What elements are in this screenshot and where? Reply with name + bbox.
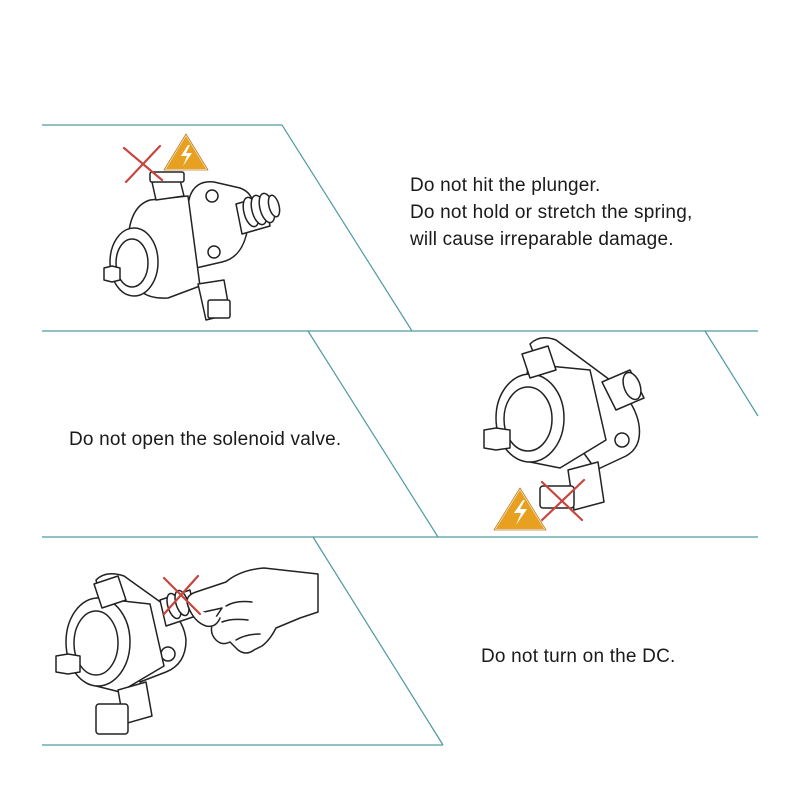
divider-diagonal-4 bbox=[312, 536, 444, 746]
cross-mark-icon bbox=[538, 478, 586, 524]
warning-triangle-icon bbox=[493, 487, 547, 531]
plunger-spring bbox=[235, 192, 281, 235]
connector-plug bbox=[95, 703, 129, 735]
top-port bbox=[521, 345, 557, 379]
top-fitting bbox=[151, 179, 185, 201]
pump-hand-illustration bbox=[55, 573, 197, 735]
warning-line: Do not turn on the DC. bbox=[481, 646, 676, 667]
warning-triangle-icon bbox=[163, 133, 209, 171]
pump-front-cap-inner bbox=[115, 238, 149, 288]
warning-text-panel-1: Do not hit the plunger. Do not hold or s… bbox=[410, 172, 692, 253]
hand-palm bbox=[186, 567, 319, 654]
pump-front-cap-inner bbox=[503, 386, 553, 452]
pump-solenoid-illustration bbox=[483, 337, 645, 511]
warning-line: Do not hold or stretch the spring, bbox=[410, 202, 693, 223]
top-fitting-nut bbox=[149, 171, 185, 183]
hand-illustration bbox=[186, 567, 319, 654]
hand-finger bbox=[225, 600, 253, 607]
divider-diagonal-2 bbox=[307, 330, 439, 538]
pump-front-cap-inner bbox=[73, 610, 119, 676]
warning-line: will cause irreparable damage. bbox=[410, 229, 674, 250]
cross-mark-icon bbox=[162, 574, 202, 616]
warning-line: Do not hit the plunger. bbox=[410, 175, 601, 196]
panel-dividers bbox=[42, 124, 759, 746]
flange-bolt-hole bbox=[205, 189, 219, 203]
flange-bolt-hole bbox=[614, 432, 630, 448]
hand-finger bbox=[235, 633, 261, 641]
warning-line: Do not open the solenoid valve. bbox=[69, 429, 342, 450]
inlet-nozzle bbox=[55, 653, 81, 675]
inlet-nozzle bbox=[483, 427, 511, 451]
top-port bbox=[93, 575, 127, 609]
hand-finger bbox=[221, 618, 249, 623]
warning-text-panel-2: Do not open the solenoid valve. bbox=[69, 426, 341, 453]
divider-diagonal-1 bbox=[281, 124, 413, 332]
warning-text-panel-3: Do not turn on the DC. bbox=[481, 643, 676, 670]
pump-plunger-illustration bbox=[103, 171, 281, 321]
cross-mark-icon bbox=[122, 144, 164, 184]
divider-diagonal-3 bbox=[704, 330, 759, 417]
connector-plug bbox=[207, 299, 231, 319]
inlet-nozzle bbox=[103, 265, 121, 283]
flange-bolt-hole bbox=[207, 245, 221, 259]
